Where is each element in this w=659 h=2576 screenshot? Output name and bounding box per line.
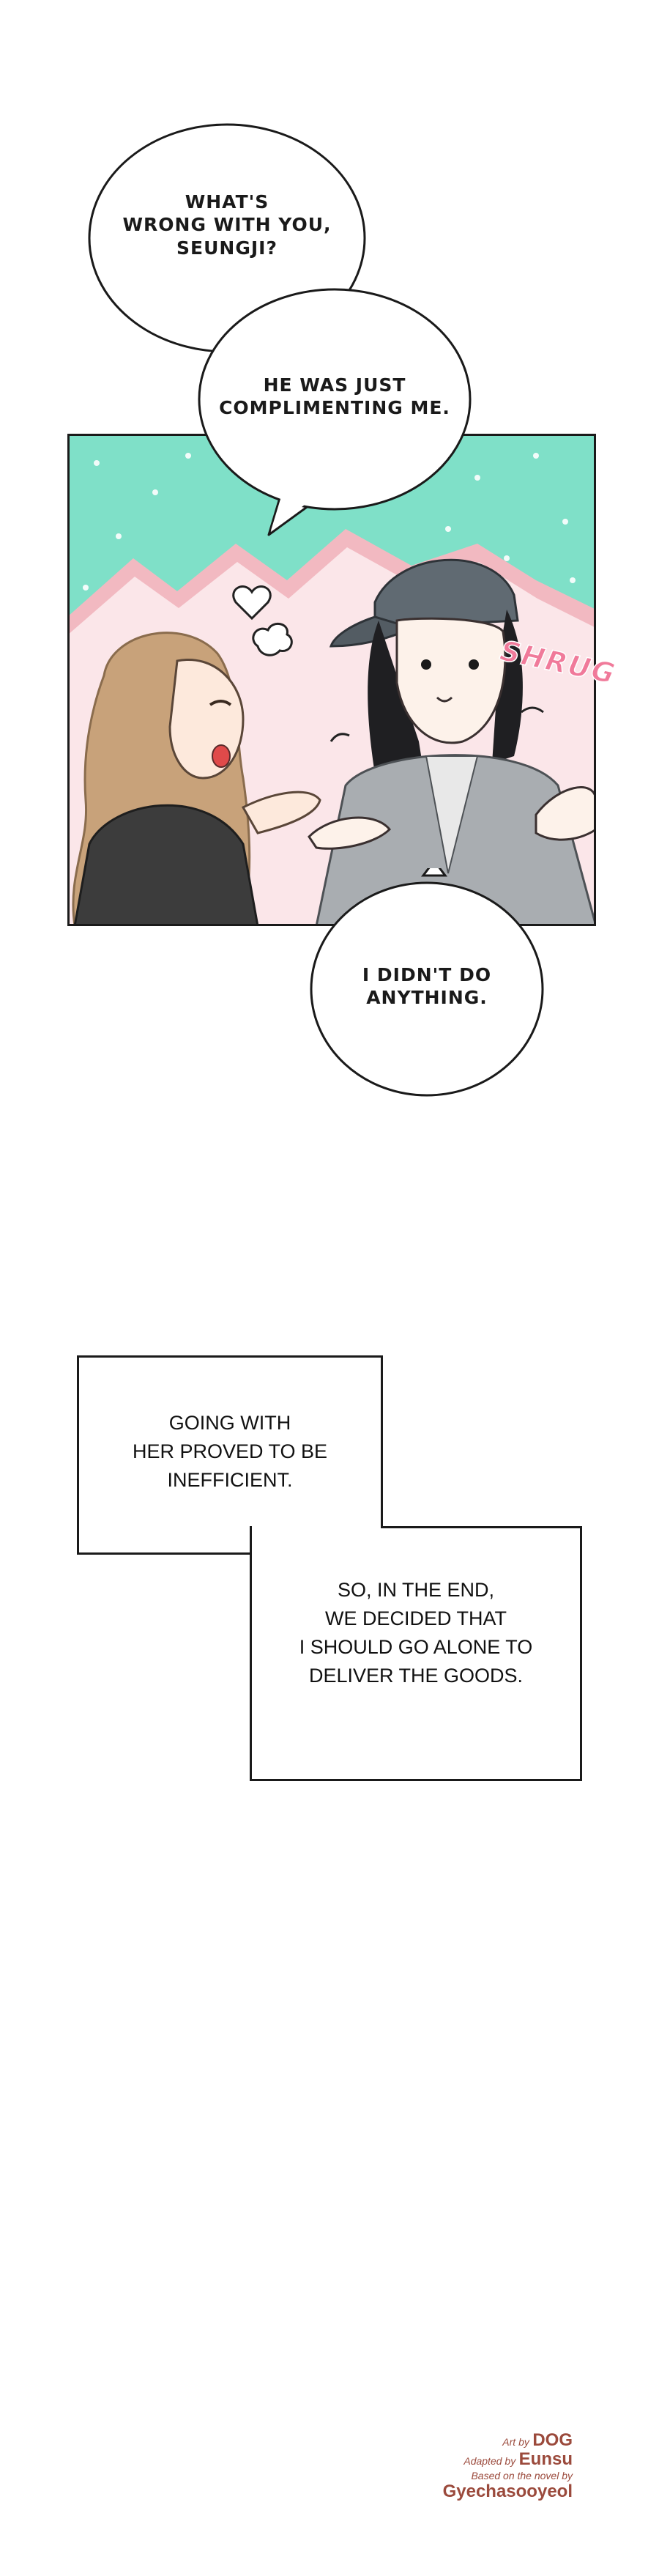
narration-box-1: GOING WITH HER PROVED TO BE INEFFICIENT. xyxy=(77,1355,383,1555)
credit-novel-prefix: Based on the novel by xyxy=(471,2469,573,2481)
credits: Art by DOG Adapted by Eunsu Based on the… xyxy=(442,2430,573,2502)
credit-adapt-prefix: Adapted by xyxy=(463,2455,516,2468)
speech-bubble-1-text: WHAT'S WRONG WITH YOU, SEUNGJI? xyxy=(122,191,332,259)
speech-bubble-2: HE WAS JUST COMPLIMENTING ME. xyxy=(192,278,477,542)
speech-bubble-2-text: HE WAS JUST COMPLIMENTING ME. xyxy=(219,374,450,419)
narration-box-2: SO, IN THE END, WE DECIDED THAT I SHOULD… xyxy=(250,1526,582,1781)
panel-artwork xyxy=(67,434,597,928)
speech-bubble-3-text: I DIDN'T DO ANYTHING. xyxy=(362,964,492,1009)
narration-text-1: GOING WITH HER PROVED TO BE INEFFICIENT. xyxy=(132,1412,328,1492)
speech-bubble-3: I DIDN'T DO ANYTHING. xyxy=(306,859,548,1103)
credit-novel-name: Gyechasooyeol xyxy=(442,2481,573,2502)
credit-art-name: DOG xyxy=(532,2430,573,2450)
credit-art-prefix: Art by xyxy=(502,2436,529,2448)
narration-joint xyxy=(252,1526,381,1552)
thought-bubble-icon xyxy=(232,585,293,656)
narration-text-2: SO, IN THE END, WE DECIDED THAT I SHOULD… xyxy=(299,1579,533,1687)
credit-adapt-name: Eunsu xyxy=(518,2449,573,2470)
comic-panel: SHRUG xyxy=(67,434,619,928)
